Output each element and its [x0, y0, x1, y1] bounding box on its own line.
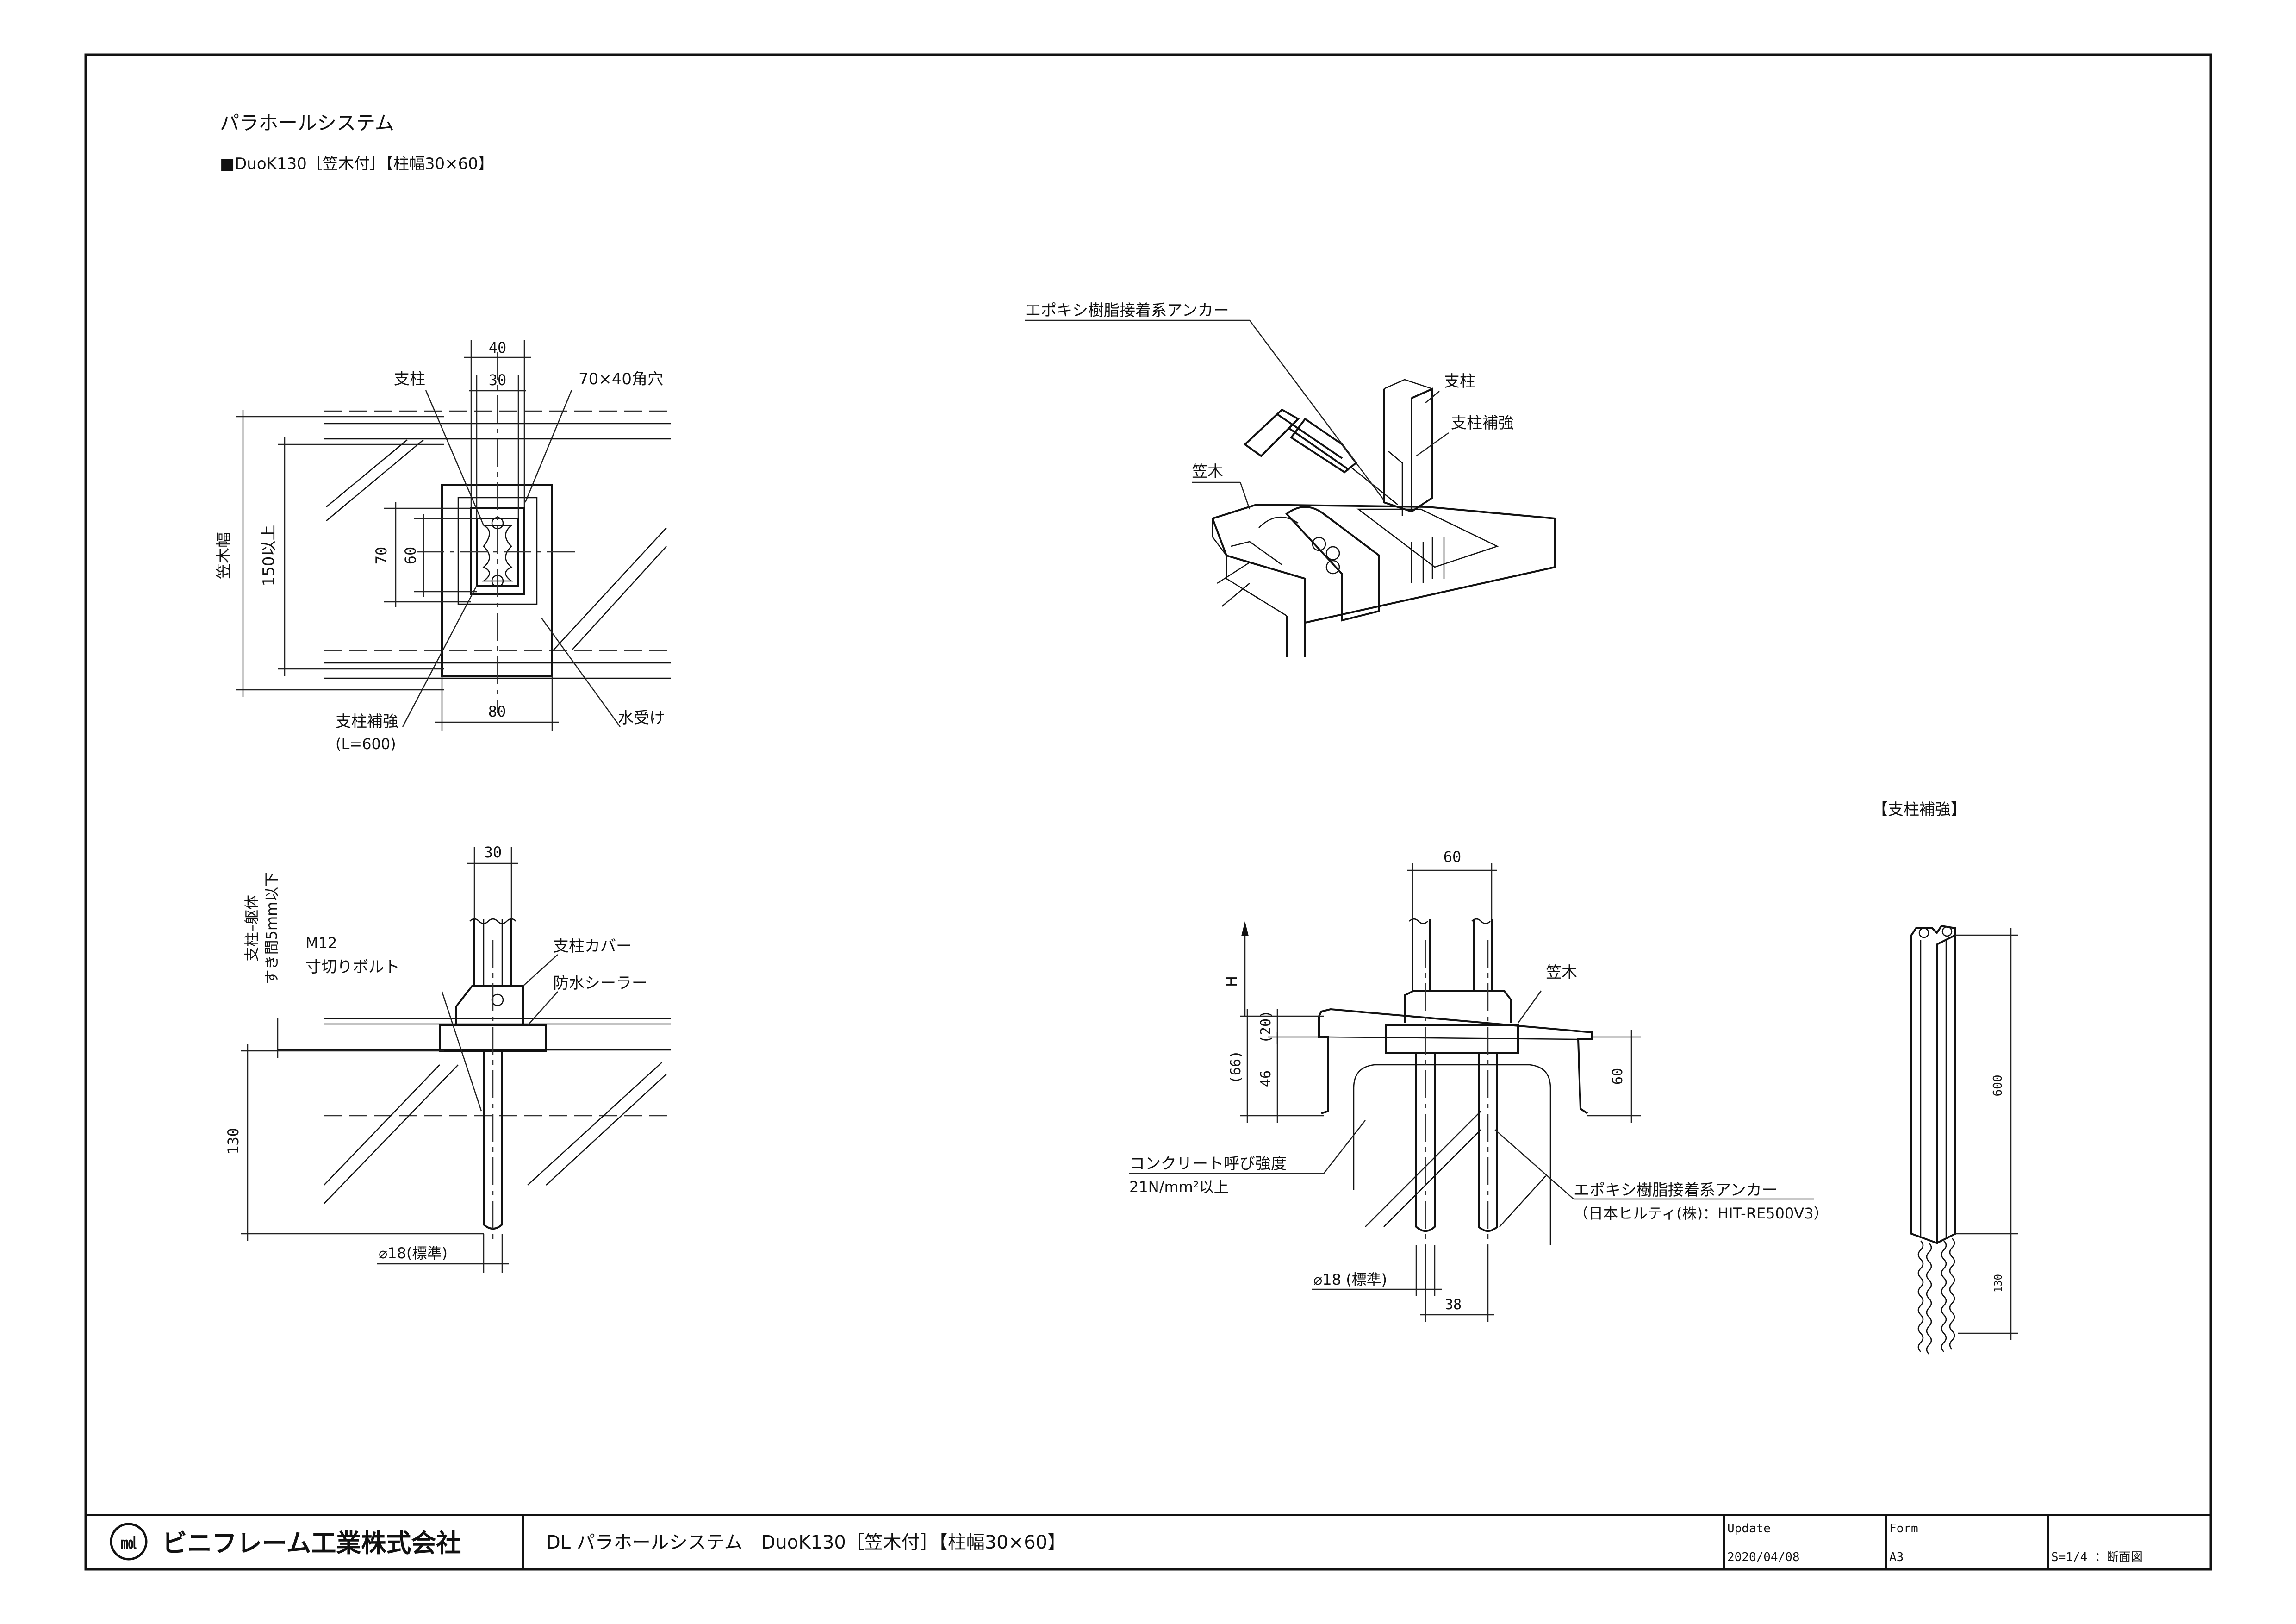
- plan-label-drain: 水受け: [618, 709, 665, 727]
- plan-dim-60: 60: [402, 547, 419, 565]
- form-value: A3: [1889, 1550, 1904, 1564]
- iso-label-post: 支柱: [1444, 372, 1475, 391]
- iso-view: [1025, 319, 1556, 657]
- sectionL-gap-1: 支柱–躯体: [243, 895, 261, 962]
- plan-label-length: (L=600): [336, 735, 396, 753]
- sectionR-dim-38: 38: [1445, 1297, 1462, 1313]
- sectionL-diameter: ⌀18(標準): [379, 1244, 448, 1262]
- reinforcement-dim-600: 600: [1991, 1075, 2005, 1097]
- sectionL-bolt-1: M12: [305, 934, 337, 952]
- sectionR-label-h: H: [1223, 976, 1240, 987]
- section-right-view: [1129, 863, 1814, 1322]
- form-label: Form: [1889, 1522, 1918, 1536]
- drawing-title: DL パラホールシステム DuoK130［笠木付］【柱幅30×60】: [546, 1532, 1066, 1553]
- plan-dim-70: 70: [373, 547, 390, 565]
- reinforcement-view: [1910, 924, 2018, 1355]
- reinforcement-title: 【支柱補強】: [1872, 800, 1966, 819]
- plan-dim-30: 30: [489, 371, 507, 389]
- plan-label-cap-width: 笠木幅: [215, 532, 233, 579]
- sheet-subtitle: ■DuoK130［笠木付］【柱幅30×60】: [220, 155, 494, 173]
- svg-text:㏖: ㏖: [121, 1534, 137, 1553]
- title-block: ㏖: [86, 1514, 2211, 1569]
- update-label: Update: [1727, 1522, 1771, 1536]
- sectionL-dim-130: 130: [224, 1128, 242, 1155]
- section-left-view: [241, 847, 671, 1273]
- sectionR-dim-60-right: 60: [1610, 1068, 1626, 1085]
- sectionR-concrete-1: コンクリート呼び強度: [1129, 1155, 1287, 1173]
- sectionL-sealer: 防水シーラー: [553, 974, 647, 993]
- sheet-title: パラホールシステム: [220, 112, 394, 134]
- sectionR-dim-66: (66): [1228, 1050, 1244, 1084]
- sectionR-anchor-2: （日本ヒルティ(株)：HIT-RE500V3）: [1574, 1205, 1829, 1222]
- sectionL-gap-2: すき間5mm以下: [263, 872, 280, 985]
- sectionR-label-coping: 笠木: [1546, 963, 1577, 982]
- company-logo-icon: [110, 1523, 148, 1561]
- reinforcement-dim-130: 130: [1993, 1274, 2004, 1293]
- plan-label-hole: 70×40角穴: [579, 370, 663, 388]
- company-name: ビニフレーム工業株式会社: [162, 1529, 461, 1558]
- plan-view: [236, 340, 671, 731]
- sectionR-concrete-2: 21N/mm²以上: [1129, 1178, 1229, 1196]
- iso-label-coping: 笠木: [1192, 462, 1223, 481]
- plan-label-150: 150以上: [260, 525, 278, 587]
- sectionR-diameter: ⌀18 (標準): [1313, 1271, 1387, 1288]
- sheet-border: [84, 53, 2212, 1571]
- update-value: 2020/04/08: [1727, 1550, 1800, 1564]
- sectionR-anchor-1: エポキシ樹脂接着系アンカー: [1574, 1181, 1778, 1199]
- sectionR-dim-20: (20): [1258, 1010, 1274, 1043]
- iso-label-reinforcement: 支柱補強: [1451, 414, 1514, 432]
- sectionR-dim-46: 46: [1258, 1070, 1274, 1087]
- sectionL-post-cover: 支柱カバー: [553, 937, 632, 956]
- plan-dim-80: 80: [488, 703, 506, 720]
- plan-label-post: 支柱: [394, 370, 425, 388]
- iso-label-anchor: エポキシ樹脂接着系アンカー: [1025, 301, 1229, 320]
- sectionL-bolt-2: 寸切りボルト: [305, 958, 400, 976]
- scale-label: S=1/4 ：断面図: [2051, 1550, 2143, 1564]
- sectionR-dim-60-top: 60: [1444, 848, 1462, 866]
- sectionL-dim-30: 30: [484, 843, 502, 861]
- plan-dim-40: 40: [489, 339, 507, 356]
- plan-label-reinforcement: 支柱補強: [336, 712, 398, 731]
